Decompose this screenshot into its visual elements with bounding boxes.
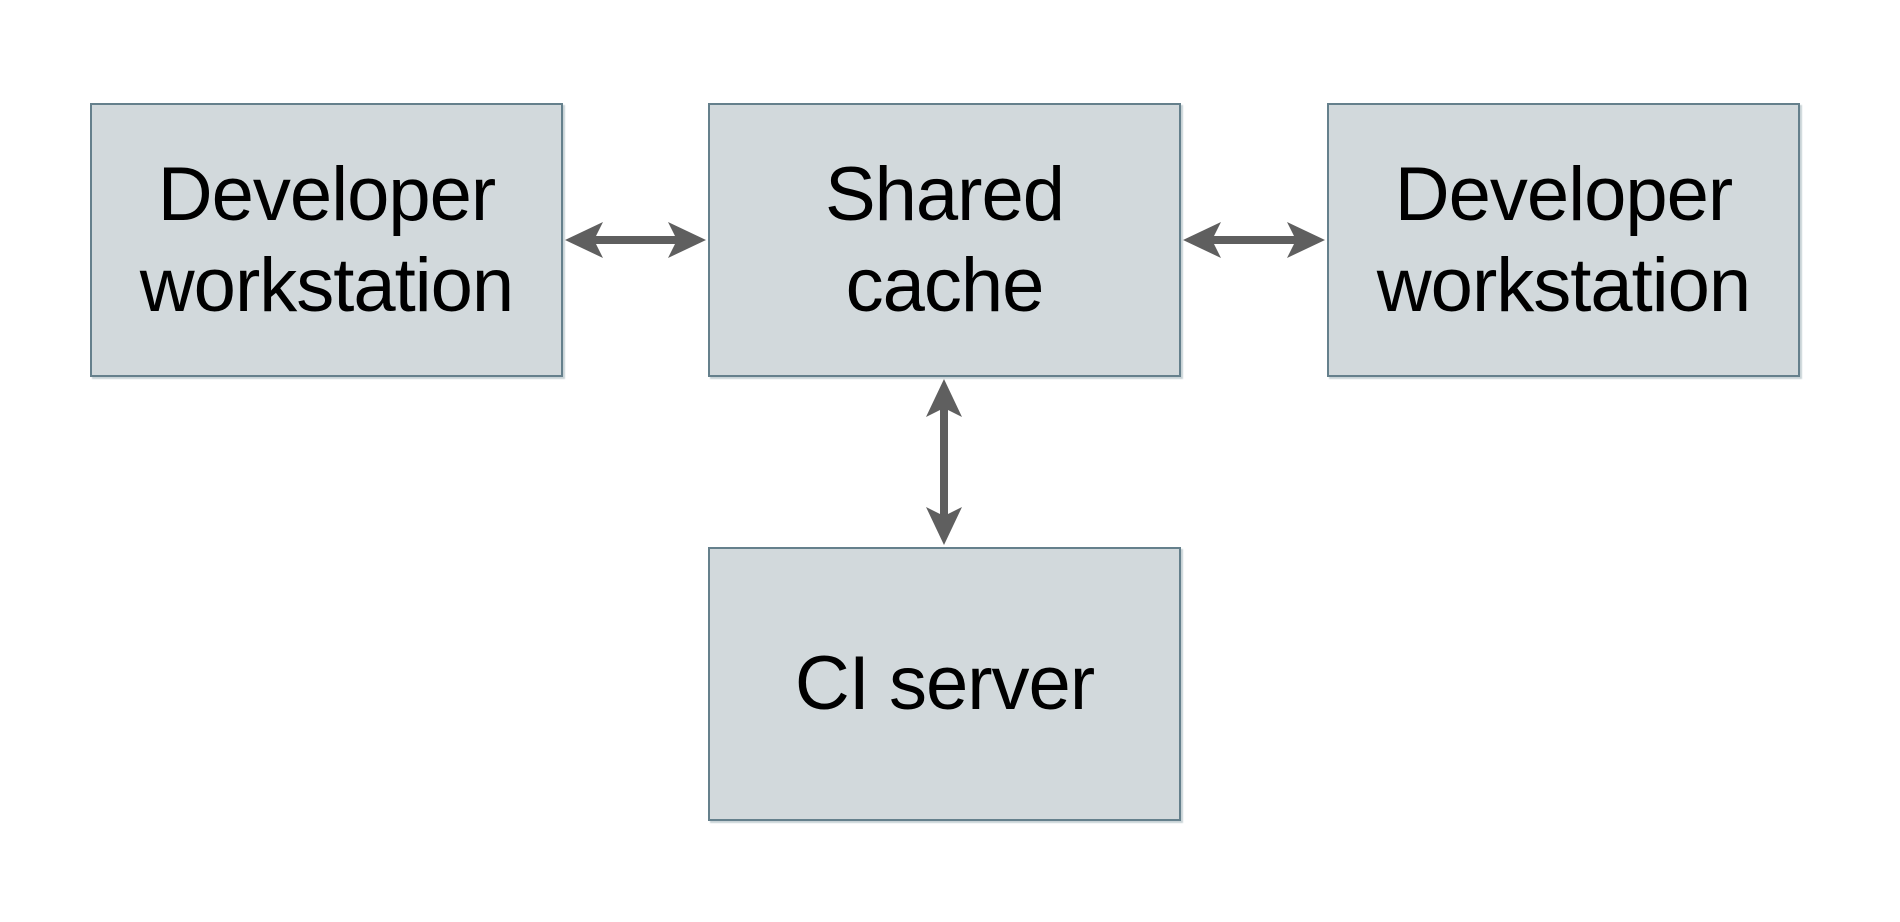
bidirectional-arrow-cache-ci-icon — [926, 379, 962, 545]
bidirectional-arrow-cache-right-icon — [1183, 222, 1325, 258]
node-label-line2: workstation — [1376, 243, 1751, 328]
node-shared-cache: Shared cache — [708, 103, 1181, 377]
node-label-line2: workstation — [139, 243, 514, 328]
bidirectional-arrow-left-cache-icon — [565, 222, 706, 258]
node-label-line1: Developer — [157, 151, 496, 237]
node-label-line1: CI server — [794, 641, 1095, 727]
node-developer-workstation-left: Developer workstation — [90, 103, 563, 377]
node-label-line1: Shared — [824, 151, 1065, 237]
node-label: Shared cache — [824, 149, 1065, 331]
node-label-line2: cache — [845, 243, 1045, 328]
node-developer-workstation-right: Developer workstation — [1327, 103, 1800, 377]
node-ci-server: CI server — [708, 547, 1181, 821]
node-label: Developer workstation — [139, 149, 514, 331]
node-label: Developer workstation — [1376, 149, 1751, 331]
node-label: CI server — [794, 638, 1095, 729]
node-label-line1: Developer — [1394, 151, 1733, 237]
